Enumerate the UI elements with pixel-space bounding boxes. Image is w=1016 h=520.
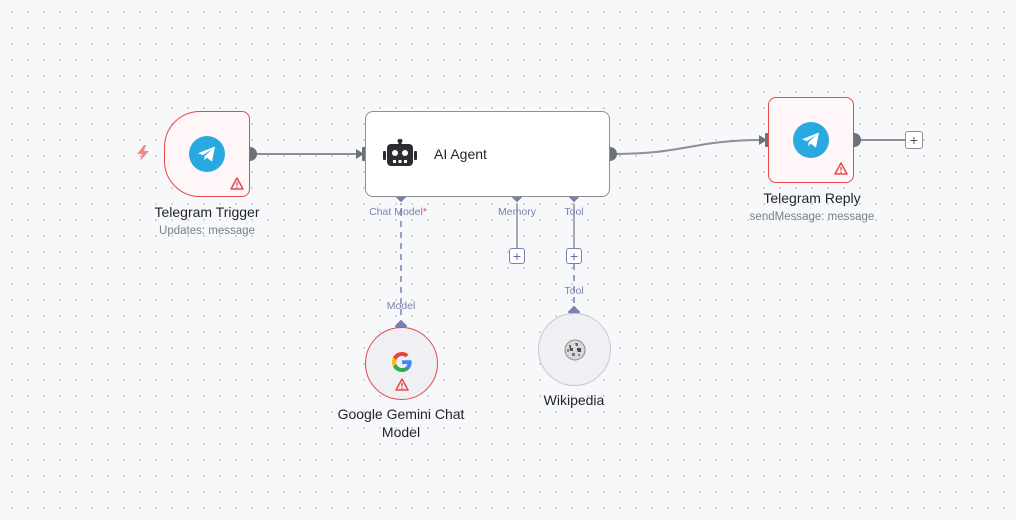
telegram-trigger-node[interactable] <box>164 111 250 197</box>
telegram-trigger-title: Telegram Trigger <box>154 204 260 220</box>
wikipedia-globe-icon <box>564 339 586 361</box>
telegram-icon <box>189 136 225 172</box>
telegram-reply-subtitle: sendMessage: message <box>749 211 875 223</box>
ai-agent-node[interactable]: AI Agent <box>365 111 610 197</box>
telegram-reply-title: Telegram Reply <box>763 190 861 206</box>
google-gemini-node[interactable] <box>365 327 438 400</box>
telegram-trigger-subtitle: Updates: message <box>159 225 255 237</box>
lightning-bolt-icon <box>137 145 149 161</box>
warning-triangle-icon <box>834 162 848 175</box>
gemini-title-line1: Google Gemini Chat <box>337 406 465 422</box>
ai-agent-title: AI Agent <box>434 146 487 162</box>
warning-triangle-icon <box>230 177 244 190</box>
robot-icon <box>383 139 417 166</box>
memory-port-label: Memory <box>498 206 536 218</box>
wikipedia-title: Wikipedia <box>543 392 605 408</box>
required-marker: * <box>422 206 427 218</box>
add-next-node-button[interactable]: + <box>905 131 923 149</box>
connection-arrow <box>759 135 767 145</box>
wikipedia-tool-port-label: Tool <box>564 285 584 297</box>
chat-model-port-label: Chat Model* <box>369 206 427 218</box>
telegram-icon <box>793 122 829 158</box>
telegram-reply-node[interactable] <box>768 97 854 183</box>
wikipedia-node[interactable] <box>538 313 611 386</box>
add-memory-button[interactable]: + <box>509 248 525 264</box>
warning-triangle-icon <box>395 378 409 391</box>
google-g-icon <box>392 352 412 372</box>
connection-arrow <box>356 149 364 159</box>
tool-port-label: Tool <box>564 206 584 218</box>
connection-agent-reply[interactable] <box>609 139 765 155</box>
gemini-model-port-label: Model <box>386 300 416 312</box>
gemini-title-line2: Model <box>381 424 421 440</box>
add-tool-button[interactable]: + <box>566 248 582 264</box>
